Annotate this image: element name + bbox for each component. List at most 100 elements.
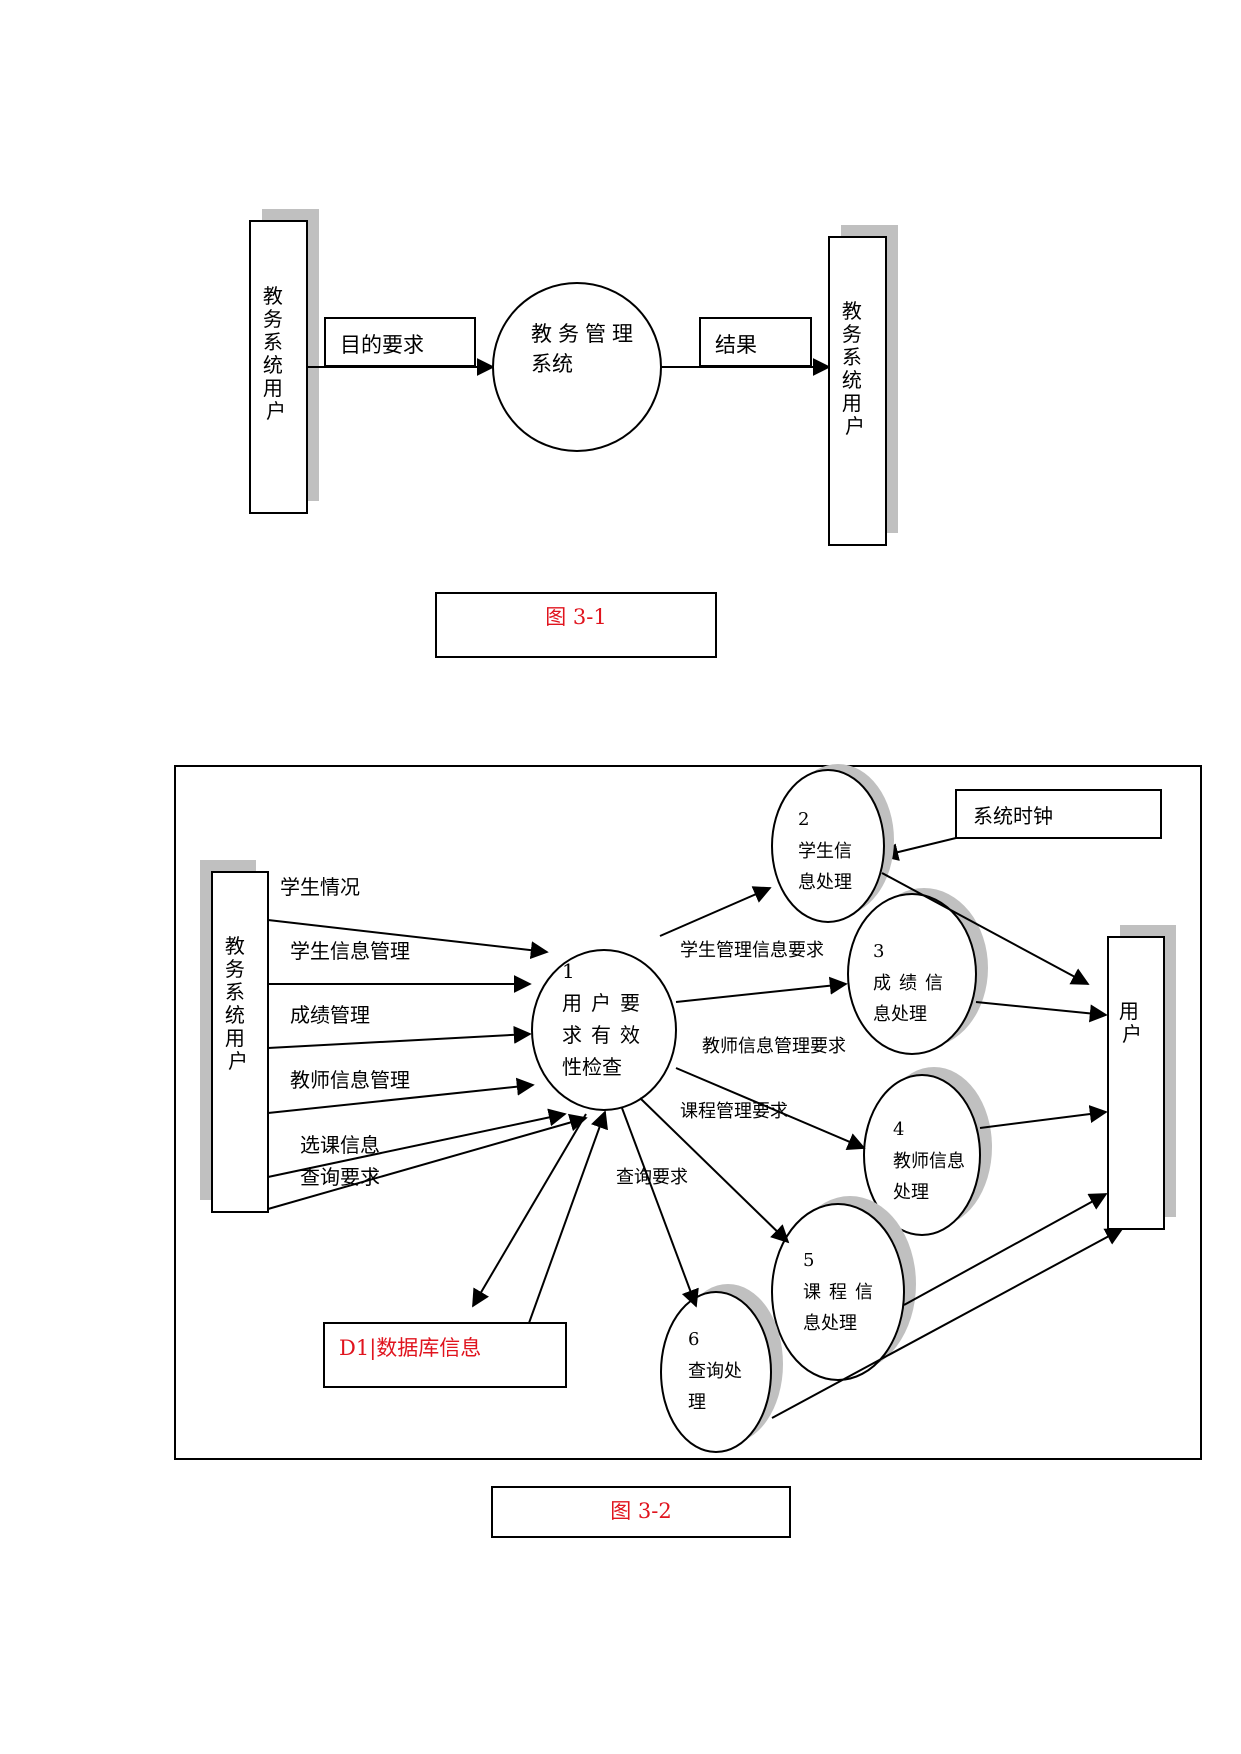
fig2-p6-line2: 理 — [688, 1392, 706, 1413]
fig2-p1-line1: 用户要 — [562, 991, 649, 1015]
fig2-src-c6: 户 — [228, 1049, 248, 1073]
fig2-p6-line1: 查询处 — [688, 1361, 742, 1382]
fig1-sink-c3: 系 — [842, 345, 862, 369]
fig1-request-label: 目的要求 — [340, 333, 424, 357]
fig1-sink-c4: 统 — [842, 368, 862, 392]
fig1-sink-c1: 教 — [842, 299, 862, 323]
fig2-arrow-p1-p5 — [639, 1097, 790, 1244]
fig2-p2-number: 2 — [798, 809, 809, 830]
fig2-arrow-p1-p3 — [675, 976, 848, 1003]
fig2-flow-course-query-l2: 查询要求 — [300, 1165, 380, 1189]
fig2-arrow-input-3 — [267, 1025, 532, 1049]
fig2-flow-course-query: 选课信息 查询要求 — [300, 1133, 386, 1189]
fig1-result-label-box — [699, 317, 812, 367]
fig2-p1-number: 1 — [562, 959, 575, 983]
fig1-src-c3: 系 — [263, 330, 283, 354]
fig2-src-c3: 系 — [225, 980, 245, 1004]
fig2-src-c4: 统 — [225, 1003, 245, 1027]
fig2-p1-line2: 求有效 — [562, 1023, 649, 1047]
fig2-datastore-label: D1|数据库信息 — [339, 1336, 481, 1361]
fig1-process-label: 教务管理 系统 — [531, 322, 646, 376]
figure-3-2: 教 务 系 统 用 户 学生情况 学生信息管理 成绩管理 教师信息管理 选课信息… — [174, 764, 1202, 1538]
fig1-source-entity: 教 务 系 统 用 户 — [249, 209, 319, 514]
fig2-process-4-label: 4 教师信息 处理 — [893, 1119, 971, 1203]
fig2-sink-c2: 户 — [1122, 1022, 1142, 1046]
fig1-source-entity-label: 教 务 系 统 用 户 — [263, 284, 289, 423]
fig2-p3-number: 3 — [873, 941, 884, 962]
fig2-arrow-p5-user — [903, 1193, 1108, 1306]
fig2-p4-number: 4 — [893, 1119, 904, 1140]
fig2-arrow-p1-p2 — [659, 886, 772, 937]
fig2-flow-student-mgmt: 学生管理信息要求 — [680, 940, 824, 961]
fig2-arrow-clock — [880, 837, 957, 861]
fig1-src-c5: 用 — [263, 376, 283, 400]
fig2-p5-number: 5 — [803, 1250, 814, 1271]
fig1-process: 教务管理 系统 — [492, 282, 662, 452]
fig2-flow-teacher-info-mgmt: 教师信息管理 — [290, 1068, 410, 1092]
fig1-caption-box — [435, 592, 717, 658]
fig1-request-label-box — [324, 317, 476, 367]
fig2-caption: 图 3-2 — [610, 1499, 672, 1523]
fig2-p5-line2: 息处理 — [803, 1313, 857, 1334]
fig1-src-c6: 户 — [266, 399, 286, 423]
fig2-src-c2: 务 — [225, 957, 245, 981]
fig2-arrow-p2-user — [881, 872, 1090, 985]
fig2-source-entity: 教 务 系 统 用 户 — [200, 860, 269, 1213]
fig2-p5-line1: 课程信 — [803, 1282, 881, 1303]
fig2-flow-course-mgmt: 课程管理要求 — [680, 1101, 788, 1122]
fig2-arrow-p1-p4 — [675, 1067, 866, 1150]
fig2-p3-line1: 成绩信 — [873, 973, 951, 994]
fig2-sink-entity: 用 户 — [1107, 925, 1176, 1230]
fig1-process-line1: 教务管理 — [531, 322, 639, 346]
fig2-process-5: 5 课程信 息处理 — [771, 1196, 916, 1381]
fig1-sink-c6: 户 — [845, 414, 865, 438]
fig2-src-c1: 教 — [225, 934, 245, 958]
fig2-process-5-label: 5 课程信 息处理 — [803, 1250, 887, 1334]
fig2-datastore-box — [323, 1322, 567, 1388]
fig1-sink-entity: 教 务 系 统 用 户 — [828, 225, 898, 546]
fig2-clock-label: 系统时钟 — [973, 804, 1053, 828]
fig2-p1-line3: 性检查 — [562, 1055, 622, 1079]
fig1-process-line2: 系统 — [531, 352, 573, 376]
fig1-src-c4: 统 — [263, 353, 283, 377]
fig1-sink-entity-label: 教 务 系 统 用 户 — [842, 299, 868, 438]
fig2-arrow-p3-user — [975, 1001, 1108, 1023]
fig1-src-c1: 教 — [263, 284, 283, 308]
fig2-flow-student-info-mgmt: 学生信息管理 — [290, 939, 410, 963]
fig2-arrow-datastore-p1 — [528, 1110, 608, 1324]
fig2-arrow-input-5 — [267, 1108, 567, 1178]
fig2-source-entity-label: 教 务 系 统 用 户 — [225, 934, 251, 1073]
fig2-process-3: 3 成绩信 息处理 — [847, 888, 988, 1055]
fig1-result-label: 结果 — [715, 333, 757, 357]
fig2-flow-grade-mgmt: 成绩管理 — [290, 1003, 370, 1027]
fig2-caption-box — [491, 1486, 791, 1538]
fig2-p2-line1: 学生信 — [798, 841, 852, 862]
fig2-process-2: 2 学生信 息处理 — [771, 764, 894, 923]
fig2-p6-number: 6 — [688, 1329, 699, 1350]
fig2-process-1: 1 用户要 求有效 性检查 — [531, 949, 677, 1111]
fig2-process-6-label: 6 查询处 理 — [688, 1329, 748, 1413]
fig2-frame — [174, 765, 1202, 1460]
fig2-arrow-p6-user — [771, 1228, 1124, 1419]
fig2-process-6: 6 查询处 理 — [660, 1284, 783, 1453]
fig2-arrow-input-4 — [267, 1077, 535, 1114]
fig2-arrow-input-1 — [267, 919, 549, 960]
fig2-arrow-p4-user — [979, 1105, 1108, 1129]
fig2-sink-entity-label: 用 户 — [1119, 999, 1145, 1046]
fig2-arrow-input-6 — [267, 1113, 588, 1210]
figure-3-1: 教 务 系 统 用 户 目的要求 教务管理 系统 结果 — [249, 209, 898, 658]
fig2-process-1-label: 1 用户要 求有效 性检查 — [562, 959, 655, 1079]
fig2-p4-line2: 处理 — [893, 1182, 929, 1203]
fig2-flow-query: 查询要求 — [616, 1167, 688, 1188]
fig2-arrow-p1-p6 — [621, 1107, 699, 1308]
fig1-sink-c2: 务 — [842, 322, 862, 346]
fig2-process-4: 4 教师信息 处理 — [863, 1067, 992, 1236]
fig2-p4-line1: 教师信息 — [893, 1151, 965, 1172]
fig1-sink-c5: 用 — [842, 391, 862, 415]
fig2-p2-line2: 息处理 — [798, 872, 852, 893]
fig2-clock-box — [955, 789, 1162, 839]
fig2-process-2-label: 2 学生信 息处理 — [798, 809, 858, 893]
fig1-src-c2: 务 — [263, 307, 283, 331]
fig2-src-c5: 用 — [225, 1026, 245, 1050]
